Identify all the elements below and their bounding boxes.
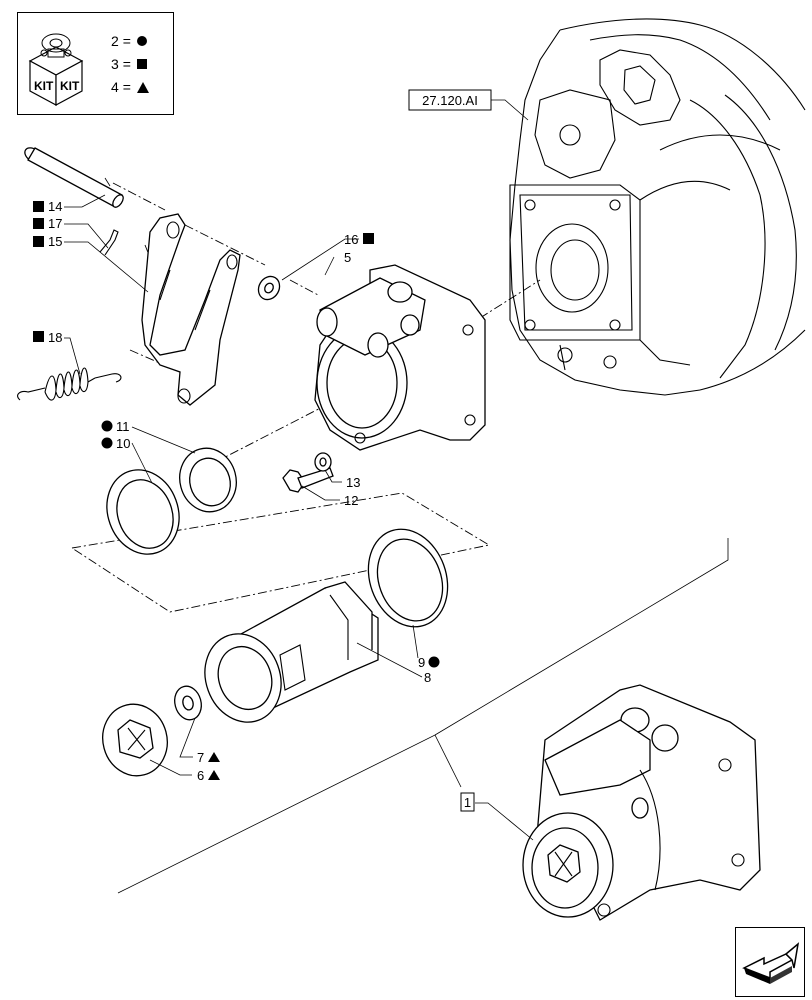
pin bbox=[24, 147, 124, 208]
svg-text:17: 17 bbox=[48, 216, 62, 231]
callout-17[interactable]: 17 bbox=[33, 216, 62, 231]
kit-label-right: KIT bbox=[60, 79, 80, 93]
kit-label-left: KIT bbox=[34, 79, 54, 93]
callout-7[interactable]: 7 bbox=[197, 750, 220, 765]
circle-icon bbox=[136, 36, 147, 46]
svg-text:16: 16 bbox=[344, 232, 358, 247]
callout-5[interactable]: 5 bbox=[344, 250, 351, 265]
washer bbox=[257, 275, 281, 301]
plug bbox=[102, 703, 168, 777]
callout-1[interactable]: 1 bbox=[460, 792, 475, 812]
kit-legend: KIT KIT 2 = 3 = 4 = bbox=[17, 12, 174, 115]
callout-10[interactable]: 10 bbox=[101, 436, 131, 451]
fork-lever bbox=[141, 213, 241, 406]
cotter-pin bbox=[99, 229, 119, 256]
svg-text:12: 12 bbox=[344, 493, 358, 508]
bolt bbox=[282, 467, 334, 493]
svg-text:9: 9 bbox=[418, 655, 425, 670]
svg-text:7: 7 bbox=[197, 750, 204, 765]
callout-11[interactable]: 11 bbox=[101, 419, 130, 434]
kit-number: 4 bbox=[111, 79, 119, 95]
circle-icon bbox=[101, 437, 113, 449]
kit-legend-row: 3 = bbox=[111, 56, 147, 72]
kit-box-icon: KIT KIT bbox=[28, 33, 84, 107]
kit-equals: = bbox=[122, 33, 131, 49]
kit-equals: = bbox=[122, 79, 131, 95]
kit-equals: = bbox=[122, 56, 131, 72]
reference-label[interactable]: 27.120.AI bbox=[408, 89, 492, 111]
svg-text:11: 11 bbox=[116, 419, 130, 434]
transmission-housing bbox=[509, 18, 806, 396]
svg-text:14: 14 bbox=[48, 199, 62, 214]
callout-13[interactable]: 13 bbox=[346, 475, 360, 490]
callout-8[interactable]: 8 bbox=[424, 670, 431, 685]
circle-icon bbox=[428, 656, 440, 668]
callout-9[interactable]: 9 bbox=[418, 655, 440, 670]
svg-text:1: 1 bbox=[464, 795, 471, 810]
square-icon bbox=[33, 331, 44, 342]
callout-14[interactable]: 14 bbox=[33, 199, 62, 214]
nut bbox=[314, 452, 332, 472]
nav-arrow-button[interactable] bbox=[735, 927, 805, 997]
kit-legend-row: 4 = bbox=[111, 79, 149, 95]
triangle-icon bbox=[208, 752, 220, 762]
svg-text:15: 15 bbox=[48, 234, 62, 249]
svg-text:8: 8 bbox=[424, 670, 431, 685]
ring bbox=[367, 528, 449, 628]
svg-text:10: 10 bbox=[116, 436, 130, 451]
piston bbox=[204, 581, 379, 723]
cylinder-housing bbox=[314, 264, 486, 451]
kit-number: 2 bbox=[111, 33, 119, 49]
svg-text:5: 5 bbox=[344, 250, 351, 265]
callout-16[interactable]: 16 bbox=[344, 232, 374, 247]
o-ring-small bbox=[179, 447, 237, 513]
triangle-icon bbox=[208, 770, 220, 780]
spring bbox=[17, 367, 122, 401]
square-icon bbox=[363, 233, 374, 244]
callout-12[interactable]: 12 bbox=[344, 493, 358, 508]
triangle-icon bbox=[136, 82, 149, 93]
seal-ring bbox=[106, 469, 180, 555]
svg-text:18: 18 bbox=[48, 330, 62, 345]
square-icon bbox=[33, 201, 44, 212]
square-icon bbox=[33, 218, 44, 229]
callout-18[interactable]: 18 bbox=[33, 330, 62, 345]
callout-15[interactable]: 15 bbox=[33, 234, 62, 249]
washer-small bbox=[174, 685, 202, 721]
svg-text:13: 13 bbox=[346, 475, 360, 490]
callout-6[interactable]: 6 bbox=[197, 768, 220, 783]
circle-icon bbox=[101, 420, 113, 432]
svg-text:6: 6 bbox=[197, 768, 204, 783]
reference-text: 27.120.AI bbox=[422, 93, 478, 108]
assembled-unit bbox=[522, 684, 761, 921]
arrow-icon bbox=[742, 942, 800, 984]
kit-number: 3 bbox=[111, 56, 119, 72]
square-icon bbox=[33, 236, 44, 247]
kit-legend-row: 2 = bbox=[111, 33, 147, 49]
square-icon bbox=[136, 59, 147, 69]
